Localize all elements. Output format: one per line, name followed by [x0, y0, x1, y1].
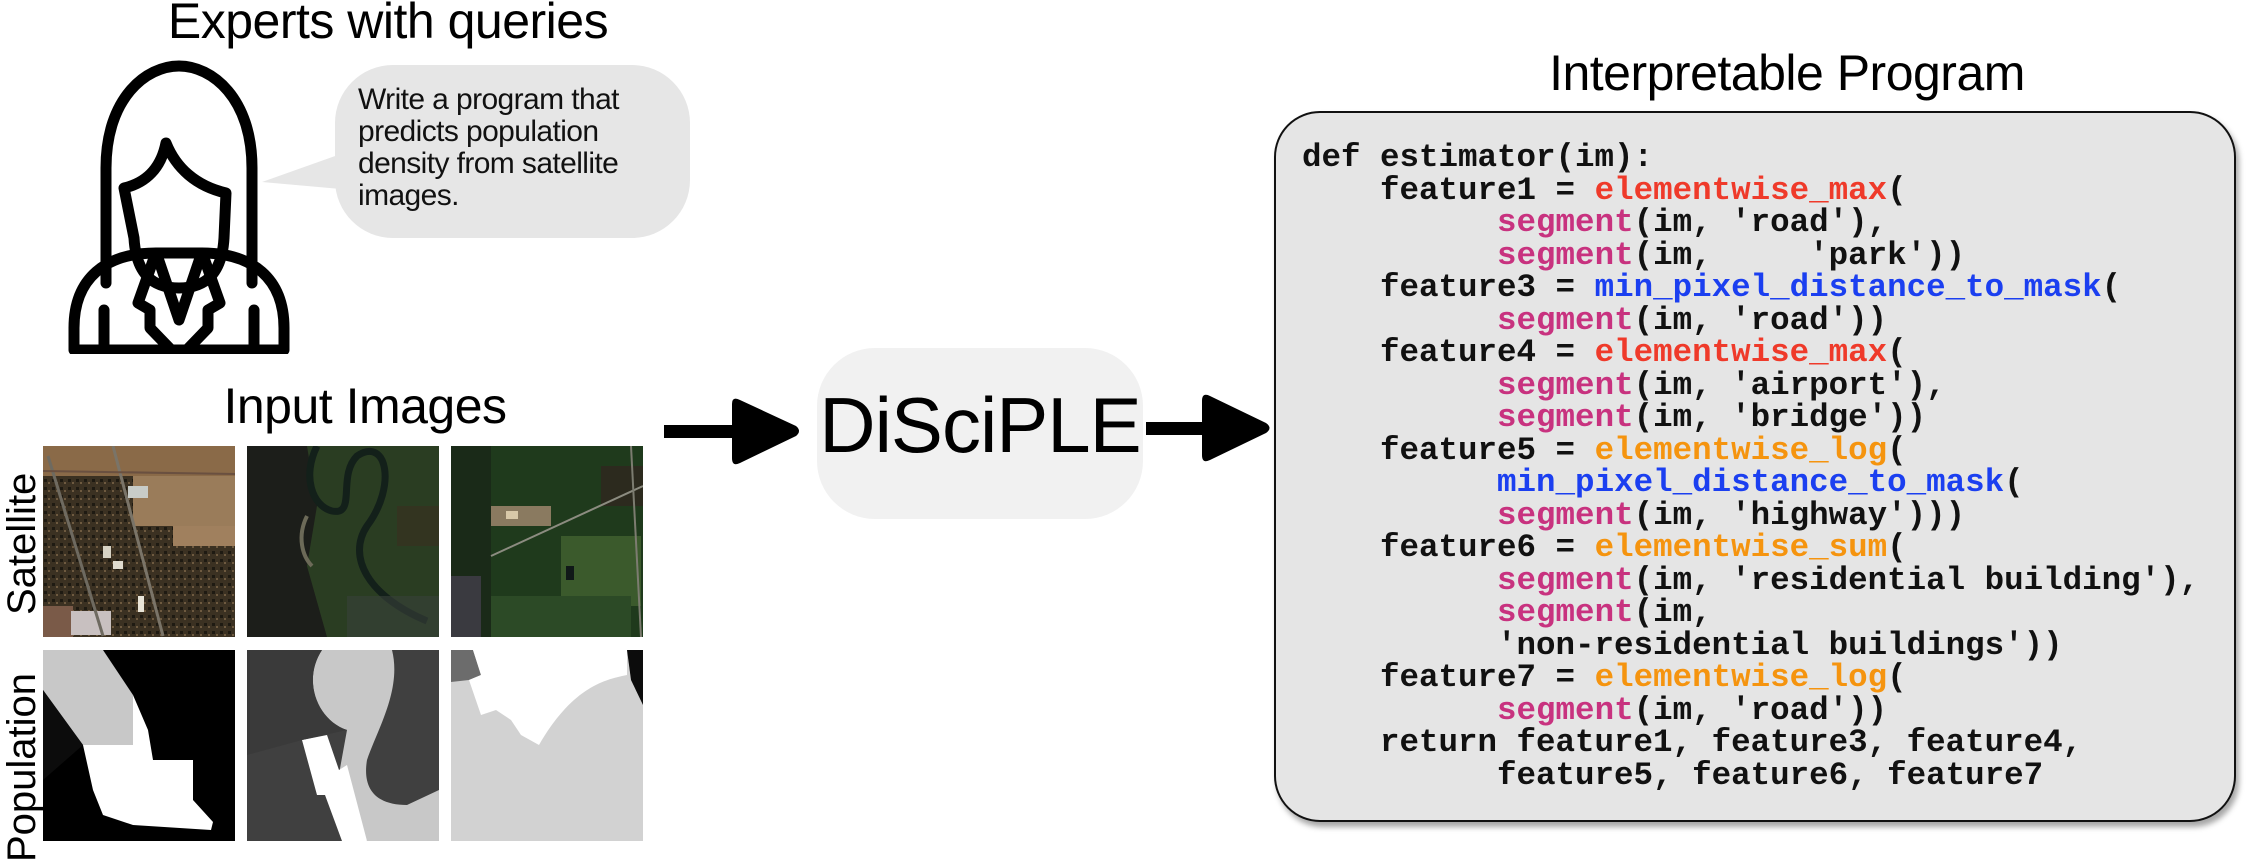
bubble-line: predicts population: [358, 115, 599, 148]
code-text: (im, 'road'),: [1633, 204, 1888, 241]
bubble-line: density from satellite: [358, 147, 619, 180]
code-line: feature6 = elementwise_sum(: [1302, 529, 2199, 566]
code-line: feature1 = elementwise_max(: [1302, 171, 2199, 209]
program-box: [1274, 111, 2236, 822]
function-elementwise-op: elementwise_log: [1594, 431, 1888, 469]
code-text: feature3 =: [1302, 269, 1595, 306]
code-line: feature5, feature6, feature7: [1302, 756, 2199, 794]
disciple-box: [817, 348, 1143, 519]
bubble-line: images.: [358, 179, 459, 212]
population-row-label: Population: [0, 672, 44, 862]
code-text: [1302, 237, 1497, 274]
code-line: min_pixel_distance_to_mask(: [1302, 464, 2199, 501]
function-elementwise-op: elementwise_log: [1594, 659, 1888, 696]
code-line: segment(im, 'road'),: [1302, 204, 2199, 241]
arrow-right-icon: [1146, 392, 1274, 464]
code-text: [1302, 204, 1497, 241]
speech-bubble: [335, 65, 690, 238]
function-min-pixel-distance: min_pixel_distance_to_mask: [1497, 464, 2005, 501]
code-line: segment(im, 'park')): [1302, 236, 2199, 274]
code-text: (im, 'park')): [1633, 236, 1966, 274]
code-text: feature5 =: [1302, 431, 1595, 469]
function-segment: segment: [1497, 366, 1634, 404]
code-text: (im, 'road')): [1633, 301, 1888, 339]
population-map-town: [43, 650, 235, 841]
code-text: (im, 'airport'),: [1633, 366, 1946, 404]
interpretable-program-heading: Interpretable Program: [1549, 45, 2025, 101]
function-segment: segment: [1497, 301, 1634, 339]
code-text: [1302, 594, 1497, 631]
code-line: feature5 = elementwise_log(: [1302, 431, 2199, 469]
code-text: [1302, 464, 1497, 501]
code-text: (: [1887, 529, 1907, 566]
code-line: segment(im, 'highway'))): [1302, 496, 2199, 534]
satellite-image-river: [247, 446, 439, 637]
code-line: feature7 = elementwise_log(: [1302, 659, 2199, 696]
population-map-river: [247, 650, 439, 841]
satellite-image-forest: [451, 446, 643, 637]
code-text: (im, 'road')): [1633, 691, 1888, 729]
code-line: segment(im, 'road')): [1302, 301, 2199, 339]
code-text: (: [1887, 171, 1907, 209]
speech-bubble-tail: [262, 150, 352, 190]
code-text: (im, 'residential building'),: [1633, 561, 2200, 599]
speech-bubble-text: Write a program that predicts population…: [358, 84, 688, 212]
code-line: segment(im, 'residential building'),: [1302, 561, 2200, 599]
code-line: feature3 = min_pixel_distance_to_mask(: [1302, 269, 2199, 306]
code-text: [1302, 399, 1497, 436]
code-text: (: [1887, 334, 1907, 371]
code-text: [1302, 497, 1497, 534]
function-min-pixel-distance: min_pixel_distance_to_mask: [1594, 269, 2102, 306]
code-line: segment(im, 'bridge')): [1302, 399, 2199, 436]
program-code: def estimator(im): feature1 = elementwis…: [1302, 139, 2200, 794]
experts-heading: Experts with queries: [167, 0, 609, 49]
function-elementwise-max: elementwise_max: [1594, 171, 1888, 209]
code-line: feature4 = elementwise_max(: [1302, 334, 2199, 371]
function-segment: segment: [1497, 561, 1634, 599]
code-text: feature4 =: [1302, 334, 1595, 371]
satellite-image-town: [43, 446, 235, 637]
code-line: 'non-residential buildings')): [1302, 626, 2199, 664]
code-text: (: [1887, 431, 1907, 469]
code-text: (: [1887, 659, 1907, 696]
satellite-row-label: Satellite: [0, 472, 44, 615]
code-text: feature1 =: [1302, 171, 1595, 209]
code-text: return feature1, feature3, feature4,: [1302, 724, 2083, 761]
function-segment: segment: [1497, 236, 1634, 274]
code-text: (im,: [1633, 594, 1712, 631]
code-text: (im, 'bridge')): [1633, 399, 1927, 436]
code-text: (im, 'highway'))): [1633, 496, 1966, 534]
arrow-right-icon: [664, 396, 804, 468]
code-text: (: [2101, 269, 2122, 306]
code-text: feature5, feature6, feature7: [1302, 756, 2044, 794]
input-images-heading: Input Images: [223, 378, 507, 434]
function-segment: segment: [1497, 204, 1634, 241]
code-text: feature7 =: [1302, 659, 1595, 696]
code-text: 'non-residential buildings')): [1302, 626, 2063, 664]
function-segment: segment: [1497, 594, 1634, 631]
code-text: def estimator(im):: [1302, 139, 1654, 176]
code-text: [1302, 692, 1497, 729]
code-text: (: [2004, 464, 2024, 501]
population-map-forest: [451, 650, 643, 841]
code-line: return feature1, feature3, feature4,: [1302, 724, 2199, 761]
woman-expert-icon: [66, 58, 292, 364]
code-line: segment(im, 'road')): [1302, 691, 2199, 729]
function-segment: segment: [1497, 399, 1634, 436]
code-line: segment(im,: [1302, 594, 2199, 631]
function-elementwise-max: elementwise_max: [1594, 334, 1888, 371]
disciple-label: DiSciPLE: [819, 381, 1141, 469]
code-text: [1302, 302, 1497, 339]
code-text: [1302, 562, 1497, 599]
code-line: def estimator(im):: [1302, 139, 2199, 176]
bubble-line: Write a program that: [358, 83, 619, 116]
function-segment: segment: [1497, 496, 1634, 534]
code-text: [1302, 367, 1497, 404]
code-line: segment(im, 'airport'),: [1302, 366, 2199, 404]
code-text: feature6 =: [1302, 529, 1595, 566]
function-elementwise-op: elementwise_sum: [1594, 529, 1888, 566]
function-segment: segment: [1497, 691, 1634, 729]
